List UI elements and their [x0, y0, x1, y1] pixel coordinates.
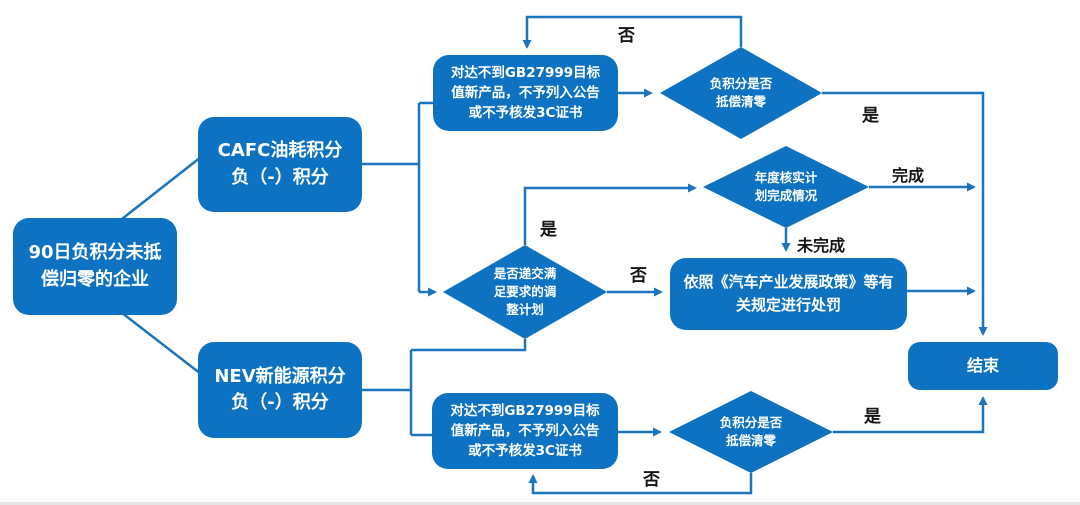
node-text-line: 负（-）积分 — [231, 166, 329, 188]
label-yes-top: 是 — [862, 106, 879, 126]
label-complete: 完成 — [892, 166, 925, 185]
decision-annual-plan-label: 年度核实计 划完成情况 — [736, 169, 836, 205]
edge-bottom-no-loop — [528, 473, 753, 495]
decision-negative-credits-bottom-label: 负积分是否 抵偿清零 — [701, 414, 801, 450]
decision-text-line: 整计划 — [506, 302, 544, 318]
node-text-line: 负（-）积分 — [231, 392, 329, 413]
node-text-line: NEV新能源积分 — [214, 365, 346, 387]
edge-top-no-loop — [522, 15, 743, 49]
node-text-line: 值新产品，不予列入公告 — [451, 84, 600, 101]
label-yes-adjustment: 是 — [540, 220, 557, 240]
label-yes-bottom: 是 — [864, 407, 881, 427]
decision-negative-credits-bottom-shape — [669, 391, 833, 473]
node-text-line: 90日负积分未抵 — [28, 242, 162, 264]
penalty-node: 依照《汽车产业发展政策》等有 关规定进行处罚 — [670, 258, 907, 330]
bottom-divider — [0, 502, 1080, 505]
gb-requirement-top-node: 对达不到GB27999目标 值新产品，不予列入公告 或不予核发3C证书 — [433, 55, 618, 131]
edge-bottom-yes — [833, 396, 988, 434]
label-no-adjustment: 否 — [630, 266, 647, 286]
decision-text-line: 抵偿清零 — [725, 433, 776, 449]
node-text-line: 对达不到GB27999目标 — [450, 64, 601, 81]
nev-node: NEV新能源积分 负（-）积分 — [198, 342, 362, 438]
node-text-line: 关规定进行处罚 — [735, 296, 841, 314]
label-incomplete: 未完成 — [797, 236, 846, 255]
node-text-line: 偿归零的企业 — [41, 268, 149, 290]
gb-requirement-bottom-node: 对达不到GB27999目标 值新产品，不予列入公告 或不予核发3C证书 — [432, 393, 618, 469]
decision-text-line: 是否递交满 — [493, 266, 557, 281]
label-no-top: 否 — [618, 26, 635, 46]
node-text-line: 依照《汽车产业发展政策》等有 — [683, 272, 894, 291]
label-no-bottom: 否 — [643, 470, 660, 490]
node-text-line: 或不予核发3C证书 — [468, 443, 582, 460]
cafc-node: CAFC油耗积分 负（-）积分 — [198, 117, 362, 212]
decision-adjustment-plan-shape — [443, 245, 607, 339]
edge-adjustment-yes — [523, 183, 697, 245]
node-text-line: 对达不到GB27999目标 — [450, 402, 600, 419]
decision-text-line: 足要求的调 — [493, 284, 557, 300]
edge-start-to-cafc — [112, 156, 202, 227]
edge-start-to-nev — [112, 305, 202, 375]
edge-top-yes-rail — [822, 91, 988, 336]
node-text-line: 结束 — [966, 356, 999, 376]
decision-adjustment-plan-label: 是否递交满 足要求的调 整计划 — [475, 265, 575, 319]
node-text-line: 值新产品，不予列入公告 — [450, 422, 600, 439]
edge-cafc-junction — [362, 101, 434, 292]
decision-annual-plan-shape — [703, 146, 869, 228]
start-node: 90日负积分未抵 偿归零的企业 — [13, 218, 177, 315]
decision-text-line: 负积分是否 — [719, 415, 783, 430]
decision-text-line: 负积分是否 — [709, 76, 773, 91]
decision-text-line: 划完成情况 — [754, 188, 818, 204]
decision-negative-credits-top-label: 负积分是否 抵偿清零 — [691, 75, 791, 111]
decision-text-line: 年度核实计 — [754, 170, 818, 185]
node-text-line: CAFC油耗积分 — [217, 140, 343, 162]
node-text-line: 或不予核发3C证书 — [468, 105, 583, 122]
end-node: 结束 — [908, 342, 1058, 390]
edge-nev-junction — [362, 339, 527, 437]
decision-negative-credits-top-shape — [660, 47, 822, 139]
decision-text-line: 抵偿清零 — [715, 94, 766, 110]
